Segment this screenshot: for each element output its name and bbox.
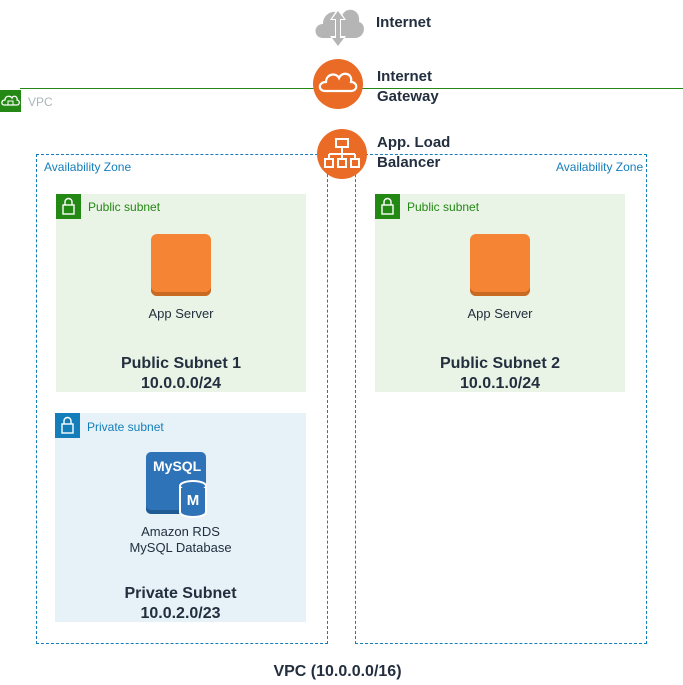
internet-gateway-icon bbox=[313, 59, 363, 109]
private-subnet-cidr: 10.0.2.0/23 bbox=[140, 605, 221, 622]
load-balancer-label-line1: App. Load bbox=[377, 134, 451, 151]
app-server-2-label: App Server bbox=[467, 306, 533, 321]
app-server-2-icon bbox=[470, 234, 530, 296]
availability-zone-left-label: Availability Zone bbox=[44, 160, 132, 174]
app-server-1-label: App Server bbox=[148, 306, 214, 321]
load-balancer-icon bbox=[317, 129, 367, 179]
public-subnet-2-tag: Public subnet bbox=[407, 200, 480, 214]
private-subnet bbox=[55, 413, 306, 622]
internet-gateway-label-line1: Internet bbox=[377, 68, 433, 85]
rds-letter: M bbox=[186, 492, 200, 509]
availability-zone-right-label: Availability Zone bbox=[556, 160, 644, 174]
private-subnet-name: Private Subnet bbox=[124, 585, 237, 602]
internet-cloud-icon bbox=[315, 8, 364, 48]
public-subnet-1-lock-icon bbox=[56, 194, 81, 219]
app-server-1-icon bbox=[151, 234, 211, 296]
internet-gateway-label-line2: Gateway bbox=[377, 88, 439, 105]
private-subnet-tag: Private subnet bbox=[87, 420, 164, 434]
availability-zone-right bbox=[355, 154, 647, 644]
public-subnet-1-name: Public Subnet 1 bbox=[120, 355, 241, 372]
public-subnet-2-cidr: 10.0.1.0/24 bbox=[459, 375, 541, 392]
rds-label-line2: MySQL Database bbox=[129, 540, 232, 555]
vpc-caption: VPC (10.0.0.0/16) bbox=[273, 663, 402, 680]
vpc-tag-label: VPC bbox=[28, 95, 53, 109]
rds-cylinder-icon bbox=[179, 480, 207, 518]
public-subnet-2-name: Public Subnet 2 bbox=[439, 355, 560, 372]
vpc-icon bbox=[0, 90, 21, 112]
load-balancer-label-line2: Balancer bbox=[377, 154, 441, 171]
rds-mysql-badge-text: MySQL bbox=[153, 458, 202, 474]
availability-zone-left bbox=[36, 154, 328, 644]
public-subnet-2-lock-icon bbox=[375, 194, 400, 219]
public-subnet-1-cidr: 10.0.0.0/24 bbox=[140, 375, 222, 392]
private-subnet-lock-icon bbox=[55, 413, 80, 438]
internet-label: Internet bbox=[376, 14, 432, 31]
rds-mysql-icon: MySQL M bbox=[146, 452, 208, 518]
rds-label-line1: Amazon RDS bbox=[141, 524, 220, 539]
public-subnet-1-tag: Public subnet bbox=[88, 200, 161, 214]
